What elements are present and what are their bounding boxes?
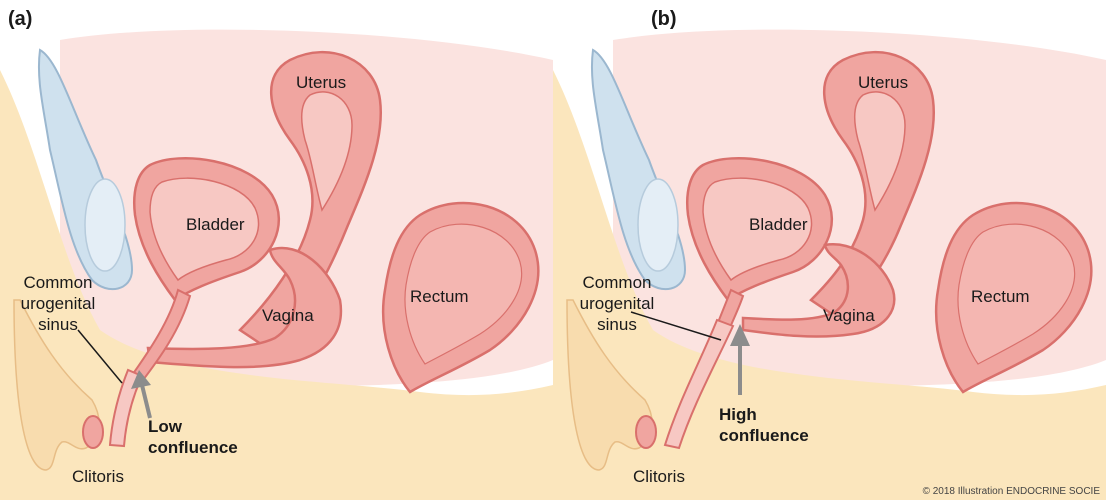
panel-a-tag: (a) [8, 8, 32, 31]
sinus-label-a-line3: sinus [16, 314, 100, 335]
panel-a: (a) Uterus Bladder Rectum Vagina Common … [0, 0, 553, 500]
confluence-label-b: High confluence [719, 404, 809, 446]
confluence-label-a-line1: Low [148, 416, 238, 437]
confluence-label-b-line1: High [719, 404, 809, 425]
clitoris-shape [83, 416, 103, 448]
anatomy-illustration-a [0, 0, 553, 500]
sinus-label-a-line1: Common [16, 272, 100, 293]
panel-b: (b) Uterus Bladder Rectum Vagina Common … [553, 0, 1106, 500]
bladder-label-b: Bladder [749, 214, 808, 235]
rectum-label-b: Rectum [971, 286, 1030, 307]
bladder-label-a: Bladder [186, 214, 245, 235]
pubic-bone-center [638, 179, 678, 271]
clitoris-shape [636, 416, 656, 448]
panel-b-tag: (b) [651, 8, 677, 31]
confluence-label-a: Low confluence [148, 416, 238, 458]
sinus-label-a-line2: urogenital [16, 293, 100, 314]
copyright-notice: © 2018 Illustration ENDOCRINE SOCIE [923, 486, 1100, 497]
uterus-label-a: Uterus [296, 72, 346, 93]
uterus-label-b: Uterus [858, 72, 908, 93]
vagina-label-a: Vagina [262, 305, 314, 326]
rectum-label-a: Rectum [410, 286, 469, 307]
sinus-label-b-line3: sinus [575, 314, 659, 335]
clitoris-label-a: Clitoris [72, 466, 124, 487]
sinus-label-b-line2: urogenital [575, 293, 659, 314]
confluence-label-b-line2: confluence [719, 425, 809, 446]
sinus-label-b-line1: Common [575, 272, 659, 293]
vagina-label-b: Vagina [823, 305, 875, 326]
clitoris-label-b: Clitoris [633, 466, 685, 487]
sinus-label-a: Common urogenital sinus [16, 272, 100, 335]
sinus-label-b: Common urogenital sinus [575, 272, 659, 335]
anatomy-illustration-b [553, 0, 1106, 500]
pubic-bone-center [85, 179, 125, 271]
confluence-label-a-line2: confluence [148, 437, 238, 458]
